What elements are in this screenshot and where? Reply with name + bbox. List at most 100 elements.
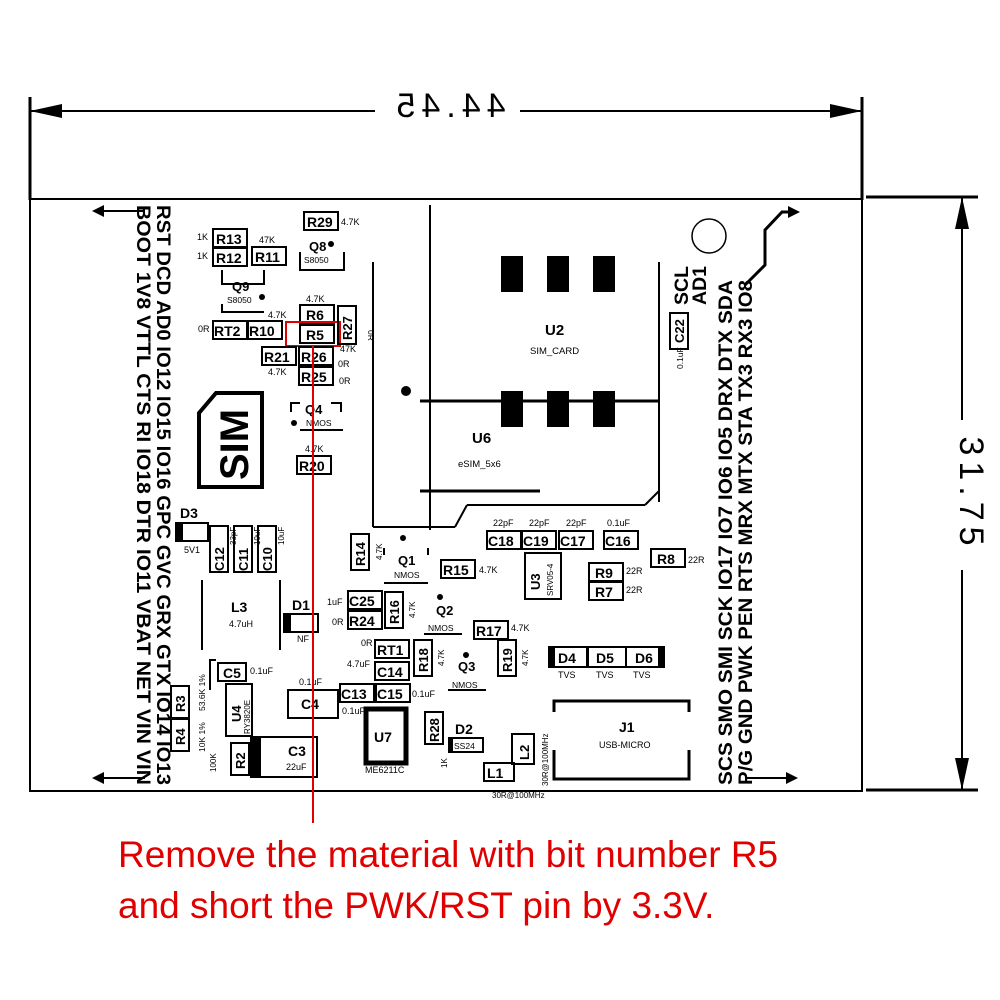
c25-ref: C25 [349,593,375,609]
r27-ref: R27 [340,316,355,340]
q3-value: NMOS [452,680,478,690]
right-pins-row1: SCS SMO SMI SCK IO17 IO7 IO6 IO5 DRX DTX… [715,280,737,785]
r15-ref: R15 [443,562,469,578]
u3-value: SRV05-4 [546,563,555,596]
rt2-value: 0R [198,324,210,334]
rt1-ref: RT1 [377,642,404,658]
d3-ref: D3 [180,505,198,521]
d2-value: SS24 [454,741,475,751]
c19-ref: C19 [523,533,549,549]
j1-ref: J1 [619,719,635,735]
c15-value: 0.1uF [412,689,436,699]
q9-ref: Q9 [232,279,249,294]
c15-ref: C15 [377,686,403,702]
right-pin-header: SCS SMO SMI SCK IO17 IO7 IO6 IO5 DRX DTX… [671,218,757,785]
c4-value: 0.1uF [299,677,323,687]
r20-value: 4.7K [305,444,324,454]
c10-value: 10uF [277,527,286,545]
board-outline [29,198,863,792]
r28-ref: R28 [427,718,442,742]
r28-value: 1K [440,758,449,768]
r15-value: 4.7K [479,565,498,575]
r10-ref: R10 [249,323,275,339]
r26-value: 47K [340,344,356,354]
r14-ref: R14 [353,541,368,566]
r6-value2: 4.7K [268,310,287,320]
r21-ref: R21 [264,349,290,365]
u2-ref: U2 [545,322,564,339]
q8-ref: Q8 [309,239,326,254]
r7-value: 22R [626,585,643,595]
c3-value: 22uF [286,762,307,772]
c11-ref: C11 [236,548,251,571]
c22-value: 0.1uF [675,347,685,369]
r24-value: 0R [332,617,344,627]
d1-ref: D1 [292,597,310,613]
l3-ref: L3 [231,599,248,615]
q2-ref: Q2 [436,603,453,618]
ad1-label: AD1 [689,266,711,305]
c17-value: 22pF [566,518,587,528]
u4-value: RY3820E [243,700,252,734]
r3-value: 53.6K 1% [197,674,207,711]
l1-value: 30R@100MHz [492,791,545,800]
rt1-value: 0R [361,638,373,648]
d5-ref: D5 [596,650,614,666]
left-pin-header: RST DCD AD0 IO12 IO15 IO16 GPC GVC GRX G… [132,205,174,785]
d1-value: NF [297,634,309,644]
l3-value: 4.7uH [229,619,253,629]
c22-ref: C22 [672,319,687,343]
r12-ref: R12 [216,250,242,266]
r12-value: 1K [197,251,208,261]
c13-value: 0.1uF [342,706,366,716]
c18-value: 22pF [493,518,514,528]
q1-ref: Q1 [398,553,415,568]
r13-value2: 47K [259,235,275,245]
l2-value: 30R@100MHz [541,733,550,786]
r6-ref: R6 [306,307,324,323]
edge-arrows [92,205,800,784]
d2-ref: D2 [455,721,473,737]
r6-value: 4.7K [306,294,325,304]
rt2-ref: RT2 [214,323,241,339]
tvs-label-1: TVS [558,670,576,680]
u7-value: ME6211C [365,765,405,775]
q4-value: NMOS [306,418,332,428]
height-dimension: 31.75 [866,195,990,792]
d4-ref: D4 [558,650,576,666]
c5-ref: C5 [223,665,241,681]
q9-value: S8050 [227,295,252,305]
right-pins-row2: P/G GND PWK PEN RTS MRX MTX STA TX3 RX3 … [735,280,757,785]
width-label: 44.45 [390,87,505,125]
r3-ref: R3 [173,695,188,712]
annotation-line-2: and short the PWK/RST pin by 3.3V. [118,885,715,926]
r4-ref: R4 [173,728,188,745]
c10-ref: C10 [260,547,275,571]
r16-value: 4.7K [408,601,417,618]
r29-ref: R29 [307,214,333,230]
r24-ref: R24 [349,613,375,629]
r16-ref: R16 [387,600,402,624]
u3-ref: U3 [528,573,543,590]
c25-value: 1uF [327,597,343,607]
r8-ref: R8 [657,551,675,567]
sim-logo-text: SIM [213,409,257,480]
width-dimension: 44.45 [28,87,864,200]
sim-slot: U2 SIM_CARD U6 eSIM_5x6 [372,205,660,530]
q1-value: NMOS [394,570,420,580]
r18-ref: R18 [416,648,431,672]
q8-value: S8050 [304,255,329,265]
c4-ref: C4 [301,696,319,712]
l1-ref: L1 [487,765,504,781]
tvs-label-2: TVS [596,670,614,680]
c16-ref: C16 [605,533,631,549]
scl-label: SCL [671,266,693,305]
r27-value: 0R [366,330,376,341]
c13-ref: C13 [341,686,367,702]
annotation-line-1: Remove the material with bit number R5 [118,834,779,875]
c12-ref: C12 [212,547,227,571]
r4-value: 10K 1% [197,722,207,752]
l2-ref: L2 [517,745,532,760]
